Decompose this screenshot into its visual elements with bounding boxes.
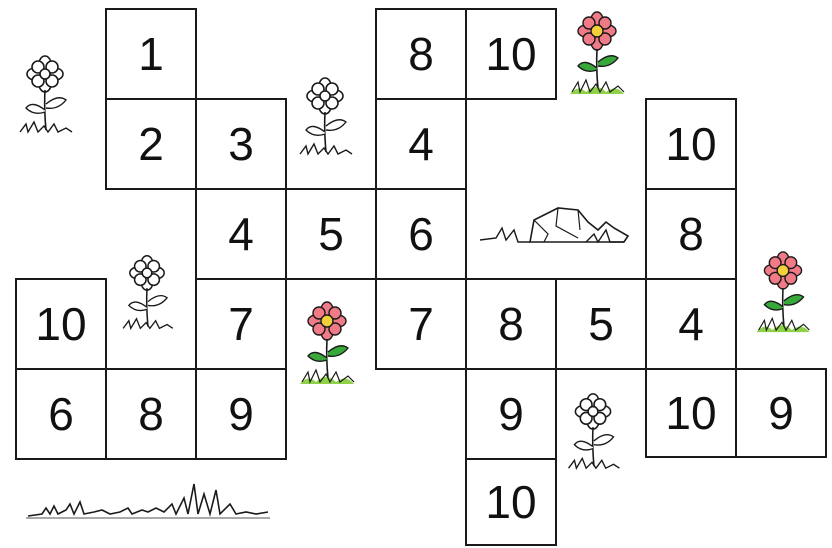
number-cell: 9 [195,368,287,460]
number-cell: 10 [465,8,557,100]
number-cell: 4 [645,278,737,370]
number-cell: 10 [645,98,737,190]
number-cell: 7 [375,278,467,370]
number-cell: 8 [645,188,737,280]
number-cell: 2 [105,98,197,190]
pink-flower-icon [752,248,814,336]
white-flower-icon [116,250,178,336]
number-cell: 7 [195,278,287,370]
number-cell: 3 [195,98,287,190]
grass-icon [24,474,272,528]
number-cell: 6 [15,368,107,460]
white-flower-icon [14,50,76,140]
white-flower-icon [292,72,358,162]
number-cell: 4 [375,98,467,190]
number-cell: 5 [285,188,377,280]
number-cell: 9 [735,368,827,458]
number-cell: 10 [645,368,737,458]
number-cell: 10 [465,458,557,546]
pink-flower-icon [296,298,358,388]
number-cell: 8 [465,278,557,370]
white-flower-icon [562,388,624,476]
number-cell: 1 [105,8,197,100]
number-cell: 4 [195,188,287,280]
number-cell: 5 [555,278,647,370]
number-cell: 10 [15,278,107,370]
number-cell: 8 [105,368,197,460]
number-cell: 8 [375,8,467,100]
rock-icon [478,200,634,256]
pink-flower-icon [566,8,628,98]
number-cell: 6 [375,188,467,280]
number-cell: 9 [465,368,557,460]
